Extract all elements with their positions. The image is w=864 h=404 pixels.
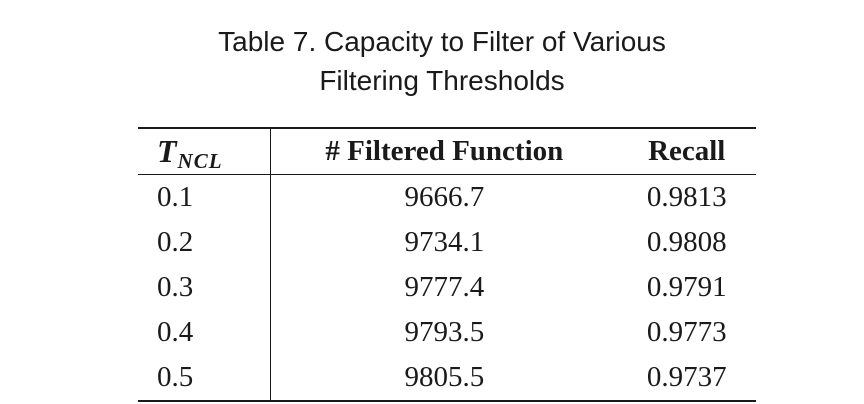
table-row: 0.3 9777.4 0.9791 bbox=[138, 265, 756, 310]
header-threshold: TNCL bbox=[138, 127, 272, 175]
cell-recall: 0.9813 bbox=[646, 181, 727, 213]
cell-filtered: 9666.7 bbox=[404, 181, 485, 213]
cell-filtered: 9805.5 bbox=[270, 355, 618, 402]
cell-recall: 0.9791 bbox=[646, 271, 727, 303]
threshold-subscript: NCL bbox=[177, 149, 223, 173]
cell-filtered: 9793.5 bbox=[404, 316, 485, 348]
table-caption: Table 7. Capacity to Filter of Various F… bbox=[0, 22, 864, 100]
cell-threshold: 0.3 bbox=[138, 265, 272, 310]
header-filtered-function: # Filtered Function bbox=[270, 127, 618, 175]
cell-filtered: 9734.1 bbox=[404, 226, 485, 258]
table-body: 0.1 9666.7 0.9813 0.2 9734.1 0.9808 0.3 … bbox=[138, 174, 756, 402]
caption-line-1: Table 7. Capacity to Filter of Various bbox=[218, 26, 666, 57]
header-row: TNCL # Filtered Function Recall bbox=[138, 127, 756, 175]
table-row: 0.1 9666.7 0.9813 bbox=[138, 174, 756, 220]
table-row: 0.5 9805.5 0.9737 bbox=[138, 355, 756, 402]
cell-threshold: 0.2 bbox=[138, 220, 272, 265]
table-row: 0.2 9734.1 0.9808 bbox=[138, 220, 756, 265]
table-header: TNCL # Filtered Function Recall bbox=[138, 127, 756, 175]
cell-threshold: 0.5 bbox=[138, 355, 272, 402]
results-table: TNCL # Filtered Function Recall 0.1 9666… bbox=[138, 127, 756, 402]
cell-recall: 0.9737 bbox=[617, 355, 756, 402]
cell-filtered: 9777.4 bbox=[404, 271, 485, 303]
cell-recall: 0.9773 bbox=[646, 316, 727, 348]
threshold-symbol: T bbox=[157, 133, 177, 169]
header-recall: Recall bbox=[617, 127, 756, 175]
cell-threshold: 0.1 bbox=[138, 174, 272, 220]
cell-threshold: 0.4 bbox=[138, 310, 272, 355]
caption-line-2: Filtering Thresholds bbox=[319, 65, 565, 96]
table-row: 0.4 9793.5 0.9773 bbox=[138, 310, 756, 355]
cell-recall: 0.9808 bbox=[646, 226, 727, 258]
